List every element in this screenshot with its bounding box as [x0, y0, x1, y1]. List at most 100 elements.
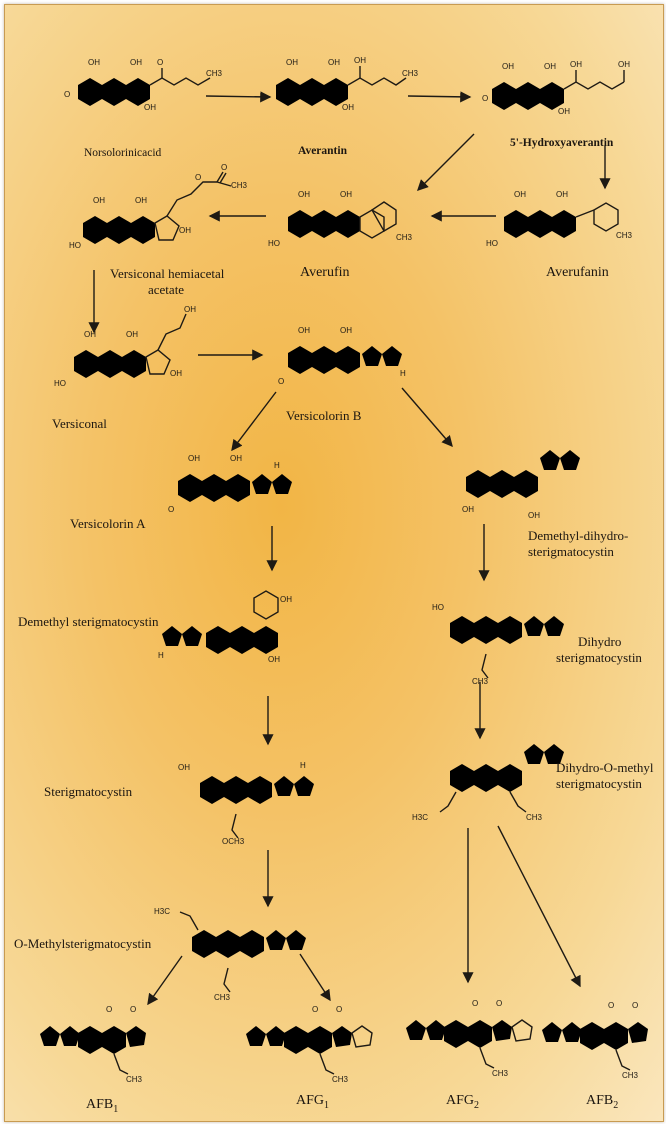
svg-text:CH3: CH3 — [526, 813, 543, 822]
label-sterigmatocystin: Sterigmatocystin — [44, 784, 133, 799]
afg1-structure: O O CH3 — [246, 1005, 373, 1084]
label-hydroxyaverantin: 5'-Hydroxyaverantin — [510, 137, 614, 149]
svg-text:OH: OH — [188, 454, 200, 463]
averufin-structure: OH OH HO CH3 — [268, 190, 413, 248]
svg-text:OH: OH — [178, 763, 190, 772]
hydroxyaverantin-structure: OH OH O OH OH OH — [482, 60, 630, 120]
label-averufanin: Averufanin — [546, 265, 609, 280]
label-demethyl-dihydro-line2: sterigmatocystin — [528, 544, 614, 559]
label-dihydro-o-methyl-line2: sterigmatocystin — [556, 776, 642, 791]
label-dihydro-st-line1: Dihydro — [578, 634, 621, 649]
svg-text:OH: OH — [340, 326, 352, 335]
svg-text:OH: OH — [354, 56, 366, 65]
svg-text:CH3: CH3 — [206, 69, 223, 78]
svg-text:O: O — [64, 90, 70, 99]
label-dihydro-st-line2: sterigmatocystin — [556, 650, 642, 665]
svg-text:O: O — [106, 1005, 112, 1014]
svg-text:OH: OH — [528, 511, 540, 520]
svg-text:O: O — [312, 1005, 318, 1014]
svg-text:OH: OH — [130, 58, 142, 67]
svg-text:OH: OH — [544, 62, 556, 71]
versiconal-hemiacetal-acetate-structure: OH OH HO OH O O CH3 — [69, 163, 248, 254]
svg-text:HO: HO — [69, 241, 81, 250]
svg-text:OH: OH — [268, 655, 280, 664]
svg-text:OH: OH — [88, 58, 100, 67]
arrow-norsolorinic-to-averantin — [205, 91, 272, 103]
svg-text:CH3: CH3 — [396, 233, 413, 242]
afg2-structure: O O CH3 — [406, 999, 533, 1078]
sterigmatocystin-structure: OH OCH3 H — [178, 761, 314, 846]
svg-text:O: O — [472, 999, 478, 1008]
svg-text:HO: HO — [486, 239, 498, 248]
svg-text:OH: OH — [144, 103, 156, 112]
svg-text:OH: OH — [618, 60, 630, 69]
svg-text:O: O — [221, 163, 227, 172]
label-afb1: AFB1 — [86, 1097, 118, 1115]
svg-text:OH: OH — [286, 58, 298, 67]
svg-text:OH: OH — [179, 226, 191, 235]
label-norsolorinic-acid: Norsolorinicacid — [84, 147, 162, 159]
label-afg1: AFG1 — [296, 1093, 329, 1111]
svg-text:H: H — [158, 651, 164, 660]
averufanin-structure: OH OH HO CH3 — [486, 190, 633, 248]
arrow-averantin-to-hydroxyaverantin — [407, 91, 472, 103]
arrow-versicolorin-b-to-demethyl-dihydro — [401, 387, 453, 448]
svg-text:OH: OH — [298, 326, 310, 335]
norsolorinic-acid-structure: OH OH O OH O CH3 — [64, 58, 223, 116]
svg-text:CH3: CH3 — [616, 231, 633, 240]
arrow-o-methyl-st-to-afb1 — [147, 955, 183, 1006]
svg-text:CH3: CH3 — [126, 1075, 143, 1084]
svg-text:O: O — [130, 1005, 136, 1014]
svg-text:CH3: CH3 — [332, 1075, 349, 1084]
label-averantin: Averantin — [298, 145, 348, 157]
svg-text:HO: HO — [54, 379, 66, 388]
svg-text:CH3: CH3 — [231, 181, 248, 190]
svg-text:OH: OH — [514, 190, 526, 199]
svg-text:O: O — [168, 505, 174, 514]
svg-text:O: O — [632, 1001, 638, 1010]
arrow-versicolorin-b-to-versicolorin-a — [231, 391, 277, 452]
svg-text:OH: OH — [170, 369, 182, 378]
dihydro-o-methyl-sterigmatocystin-structure: H3C CH3 — [412, 744, 564, 822]
afb1-structure: O O CH3 — [40, 1005, 146, 1084]
versicolorin-b-structure: OH OH O H — [278, 326, 406, 386]
svg-text:O: O — [336, 1005, 342, 1014]
label-versicolorin-a: Versicolorin A — [70, 516, 146, 531]
dihydro-sterigmatocystin-structure: HO CH3 — [432, 603, 564, 686]
svg-text:OH: OH — [298, 190, 310, 199]
svg-text:O: O — [496, 999, 502, 1008]
svg-text:CH3: CH3 — [402, 69, 419, 78]
svg-text:OH: OH — [84, 330, 96, 339]
svg-text:OH: OH — [93, 196, 105, 205]
label-afb2: AFB2 — [586, 1093, 618, 1111]
versiconal-structure: OH OH HO OH OH — [54, 305, 196, 388]
afb2-structure: O O CH3 — [542, 1001, 648, 1080]
svg-text:CH3: CH3 — [214, 993, 231, 1002]
svg-text:CH3: CH3 — [622, 1071, 639, 1080]
svg-text:CH3: CH3 — [492, 1069, 509, 1078]
svg-text:HO: HO — [268, 239, 280, 248]
demethyl-dihydro-sterigmatocystin-structure: OH OH — [462, 450, 580, 520]
arrow-dihydro-o-methyl-to-afb2 — [497, 825, 581, 988]
svg-text:OH: OH — [570, 60, 582, 69]
svg-text:O: O — [195, 173, 201, 182]
svg-text:OH: OH — [342, 103, 354, 112]
svg-text:OH: OH — [280, 595, 292, 604]
label-vha-line2: acetate — [148, 282, 184, 297]
label-demethyl-dihydro-line1: Demethyl-dihydro- — [528, 528, 628, 543]
arrow-o-methyl-st-to-afg1 — [299, 953, 331, 1002]
svg-text:H: H — [400, 369, 406, 378]
label-versicolorin-b: Versicolorin B — [286, 408, 362, 423]
svg-text:OH: OH — [340, 190, 352, 199]
svg-text:OH: OH — [556, 190, 568, 199]
svg-text:H: H — [300, 761, 306, 770]
svg-text:OH: OH — [462, 505, 474, 514]
svg-text:HO: HO — [432, 603, 444, 612]
label-demethyl-sterigmatocystin: Demethyl sterigmatocystin — [18, 614, 159, 629]
demethyl-sterigmatocystin-structure: OH OH H — [158, 590, 292, 664]
svg-text:H3C: H3C — [412, 813, 428, 822]
arrow-hydroxyaverantin-to-averufin — [417, 133, 475, 191]
versicolorin-a-structure: OH OH O H — [168, 454, 292, 514]
